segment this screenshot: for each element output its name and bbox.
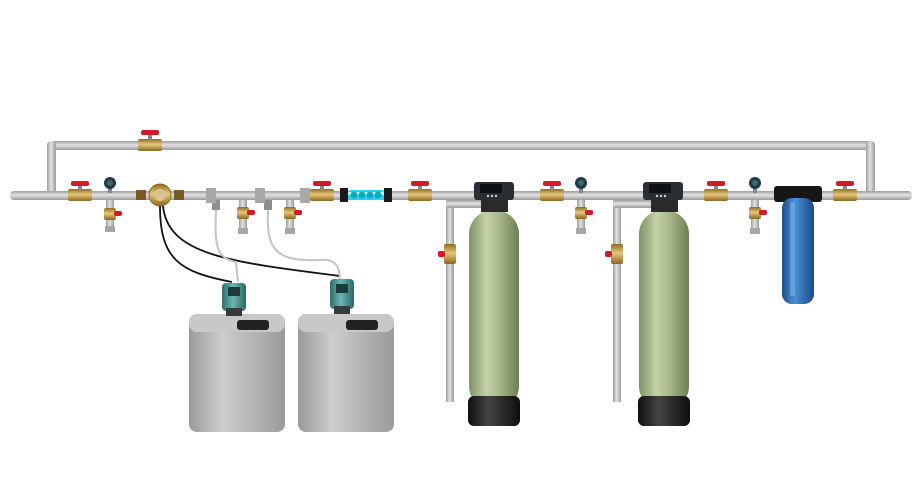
pressure-gauge-icon bbox=[749, 177, 761, 193]
ball-valve-icon[interactable] bbox=[310, 181, 334, 201]
inlet-valve[interactable] bbox=[68, 181, 92, 201]
drain-valve[interactable] bbox=[605, 244, 623, 264]
sample-tap[interactable] bbox=[104, 200, 122, 232]
dosing-hoses bbox=[214, 209, 341, 283]
water-meter bbox=[136, 183, 184, 207]
control-valve-display[interactable] bbox=[480, 184, 502, 193]
bypass-line bbox=[47, 141, 875, 197]
pipe-coupling bbox=[206, 188, 310, 203]
sample-tap[interactable] bbox=[284, 200, 302, 234]
injection-point-2 bbox=[264, 200, 272, 210]
dosing-pump-1[interactable] bbox=[222, 283, 246, 316]
control-valve-display[interactable] bbox=[649, 184, 671, 193]
injection-point-1 bbox=[212, 200, 220, 210]
pressure-gauge-icon bbox=[575, 177, 587, 193]
main-line bbox=[10, 191, 912, 200]
uv-sterilizer bbox=[340, 188, 392, 202]
filter-vessel-1 bbox=[438, 182, 520, 426]
sample-tap[interactable] bbox=[237, 200, 255, 234]
dosing-pump-2[interactable] bbox=[330, 279, 354, 314]
dosing-tank-2 bbox=[298, 314, 394, 432]
filter-vessel-2 bbox=[605, 182, 690, 426]
sample-tap[interactable] bbox=[575, 200, 593, 234]
outlet-valve[interactable] bbox=[833, 181, 857, 201]
bypass-valve[interactable] bbox=[138, 130, 162, 151]
cartridge-filter bbox=[774, 186, 822, 304]
ball-valve-icon[interactable] bbox=[540, 181, 564, 201]
signal-cables bbox=[159, 205, 341, 283]
dosing-tank-1 bbox=[189, 314, 285, 432]
pressure-gauge-icon bbox=[104, 177, 116, 193]
drain-valve[interactable] bbox=[438, 244, 456, 264]
ball-valve-icon[interactable] bbox=[408, 181, 432, 201]
ball-valve-icon[interactable] bbox=[704, 181, 728, 201]
sample-tap[interactable] bbox=[749, 200, 767, 234]
